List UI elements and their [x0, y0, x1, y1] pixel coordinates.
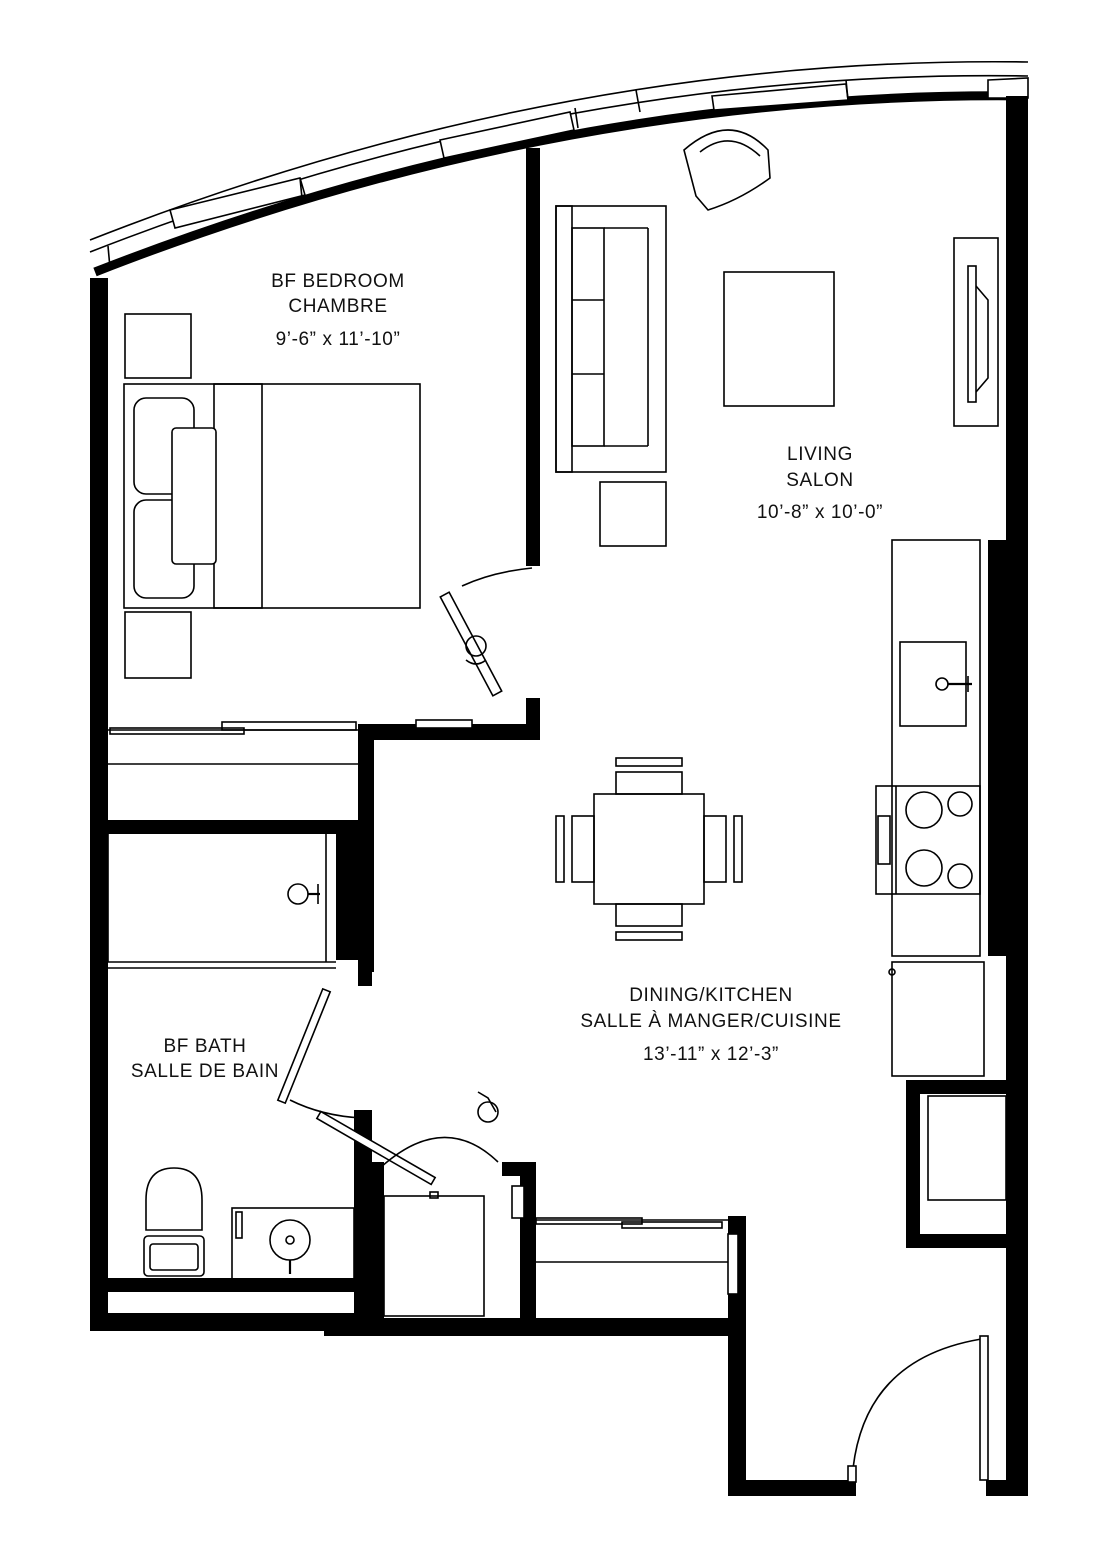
refrigerator	[927, 1095, 1007, 1201]
entry-door	[847, 1335, 989, 1483]
dining-name-en: DINING/KITCHEN	[629, 985, 793, 1006]
sofa	[555, 205, 667, 473]
dining-set	[555, 757, 743, 941]
bed	[123, 383, 421, 609]
bedroom-name-fr: CHAMBRE	[288, 296, 387, 317]
dining-name-fr: SALLE À MANGER/CUISINE	[580, 1011, 841, 1032]
living-name-fr: SALON	[786, 470, 853, 491]
kitchen-counter	[891, 539, 981, 957]
dishwasher	[888, 961, 985, 1077]
label-dining: DINING/KITCHEN SALLE À MANGER/CUISINE 13…	[580, 985, 841, 1065]
nightstand	[124, 313, 192, 379]
label-bath: BF BATH SALLE DE BAIN	[131, 1036, 279, 1082]
label-living: LIVING SALON 10’-8” x 10’-0”	[757, 444, 883, 523]
entry-closet	[511, 1185, 739, 1295]
living-dims: 10’-8” x 10’-0”	[757, 502, 883, 523]
tv-unit	[953, 237, 999, 427]
sink	[899, 641, 972, 727]
shower	[107, 834, 336, 969]
utility-door	[315, 1091, 499, 1186]
living-name-en: LIVING	[787, 444, 853, 465]
bath-door	[276, 972, 372, 1119]
washer-dryer	[383, 1191, 485, 1317]
bedroom-closet	[108, 721, 358, 765]
dining-dims: 13’-11” x 12’-3”	[643, 1044, 779, 1065]
nightstand	[124, 611, 192, 679]
exterior-walls	[90, 96, 1028, 1496]
bath-name-en: BF BATH	[163, 1036, 246, 1057]
vanity	[231, 1207, 355, 1281]
bedroom-dims: 9’-6” x 11’-10”	[276, 329, 401, 350]
side-table	[599, 481, 667, 547]
interior-walls	[108, 148, 1010, 1332]
bath-name-fr: SALLE DE BAIN	[131, 1061, 279, 1082]
toilet	[143, 1167, 205, 1277]
label-bedroom: BF BEDROOM CHAMBRE 9’-6” x 11’-10”	[271, 271, 405, 350]
bedroom-name-en: BF BEDROOM	[271, 271, 405, 292]
stove	[875, 785, 981, 895]
bedroom-door	[439, 567, 533, 697]
coffee-table	[723, 271, 835, 407]
armchair	[683, 129, 771, 211]
closet-light	[415, 719, 473, 729]
curved-window-wall	[89, 60, 1029, 277]
